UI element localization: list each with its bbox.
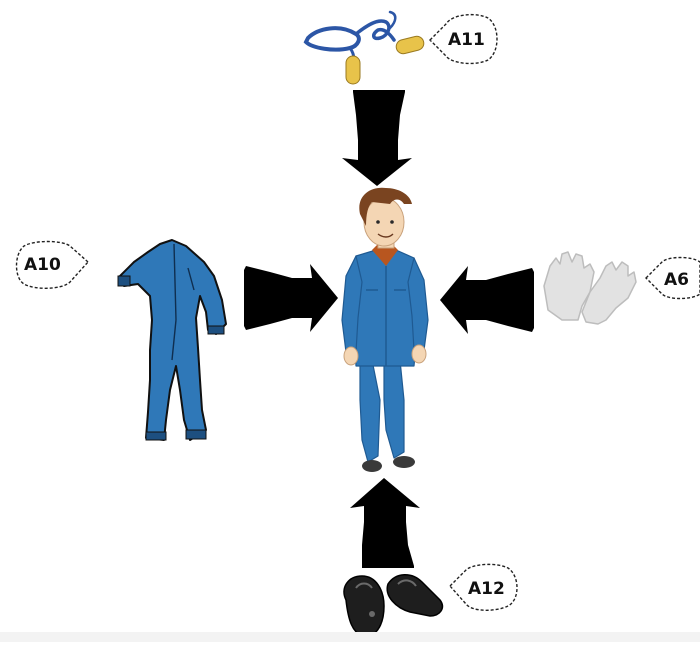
coverall-suit-icon <box>117 239 227 441</box>
callout-a11-label: A11 <box>448 30 485 50</box>
callout-a11: A11 <box>429 13 498 65</box>
arrow-down-icon <box>342 90 412 186</box>
callout-a10: A10 <box>15 240 89 289</box>
bottom-band <box>0 632 700 642</box>
callout-a6-label: A6 <box>664 270 689 290</box>
ear-plugs-icon <box>303 10 425 85</box>
worker-in-blue-coverall-icon <box>341 187 429 472</box>
callout-a6: A6 <box>645 256 700 300</box>
arrow-up-icon <box>350 478 420 568</box>
callout-a10-label: A10 <box>24 255 61 275</box>
arrows <box>244 90 534 568</box>
arrow-right-icon <box>244 264 338 332</box>
safety-shoes-icon <box>343 574 444 637</box>
gloves-icon <box>543 251 637 325</box>
callout-a12-label: A12 <box>468 579 505 599</box>
arrow-left-icon <box>440 266 534 334</box>
callout-a12: A12 <box>449 563 518 611</box>
